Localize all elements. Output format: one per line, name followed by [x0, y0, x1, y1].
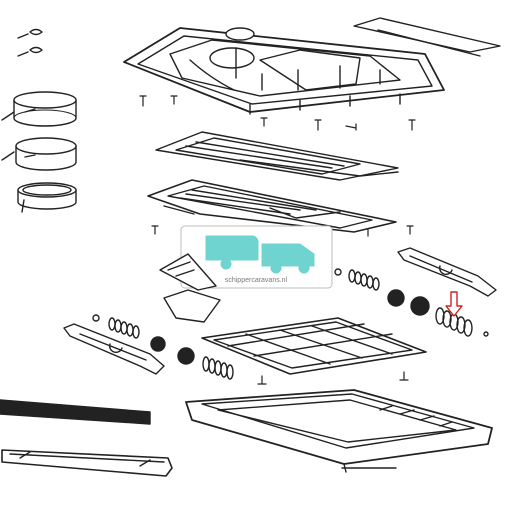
spring-set-left [92, 314, 234, 380]
watermark-text: schippercaravans.nl [225, 277, 288, 284]
down-arrow-icon [445, 291, 463, 317]
watermark-logo: schippercaravans.nl [180, 225, 333, 289]
caravan-icon [205, 235, 315, 274]
clip-parts [17, 28, 43, 57]
seal-ring-rolls [1, 91, 77, 213]
hinge-arm-right [397, 247, 497, 297]
hinge-arm-left [63, 323, 165, 375]
corner-brackets [159, 253, 221, 323]
flyscreen-panel [155, 131, 399, 181]
inner-frame [185, 389, 493, 473]
blind-panel [147, 179, 397, 233]
side-trim-strips [0, 399, 173, 477]
roof-frame-assembly [123, 17, 501, 115]
grid-insert [201, 317, 427, 375]
